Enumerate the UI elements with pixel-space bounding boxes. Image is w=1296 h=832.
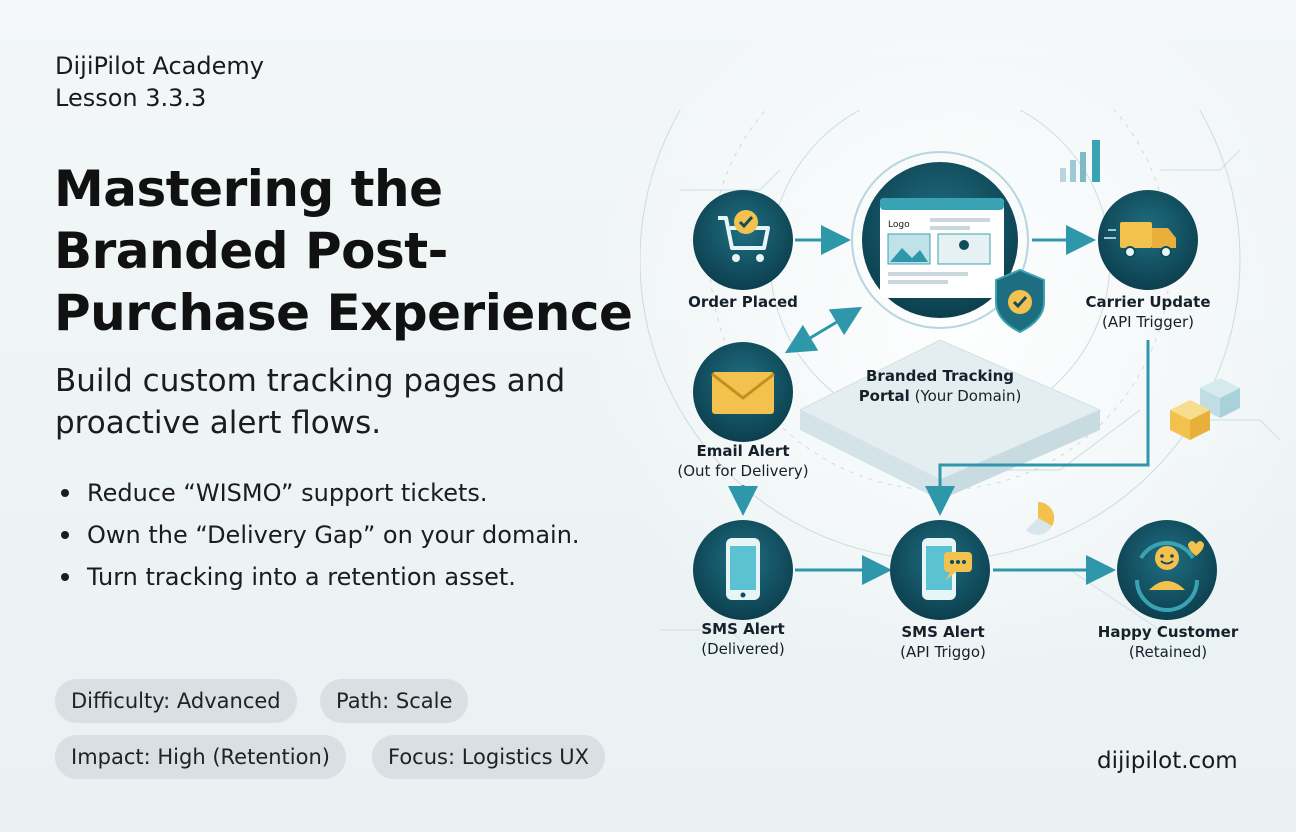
flow-diagram-graphic: Logo: [639, 0, 1281, 651]
email-alert-node: [693, 342, 793, 442]
sms-api-label: SMS Alert (API Triggo): [900, 623, 986, 661]
shield-check-icon: [995, 268, 1045, 334]
impact-tag: Impact: High (Retention): [55, 735, 346, 779]
focus-tag: Focus: Logistics UX: [372, 735, 605, 779]
sms-delivered-node: [693, 520, 793, 620]
footer-url: dijipilot.com: [1097, 748, 1238, 774]
platform: [798, 339, 1102, 500]
portal-logo-text: Logo: [888, 220, 910, 230]
email-alert-label: Email Alert (Out for Delivery): [677, 442, 809, 480]
path-tag: Path: Scale: [320, 679, 469, 723]
carrier-update-node: [1098, 190, 1198, 290]
academy-name: DijiPilot Academy: [55, 52, 264, 80]
brand-block: DijiPilot Academy Lesson 3.3.3: [55, 50, 264, 114]
portal-sub: (Your Domain): [914, 387, 1022, 405]
pie-decor: [1026, 501, 1055, 535]
carrier-update-label: Carrier Update (API Trigger): [1085, 293, 1211, 331]
phone-chat-icon: [922, 538, 972, 600]
cubes-decor: [1170, 378, 1240, 440]
list-item: Own the “Delivery Gap” on your domain.: [55, 514, 580, 556]
happy-customer-label: Happy Customer (Retained): [1097, 623, 1239, 661]
order-placed-node: [693, 190, 793, 290]
lesson-number: Lesson 3.3.3: [55, 84, 207, 112]
truck-icon: [1104, 222, 1176, 258]
page-title: Mastering the Branded Post-Purchase Expe…: [54, 160, 633, 342]
list-item: Reduce “WISMO” support tickets.: [55, 472, 580, 514]
arrow-carrier-to-sms-api: [925, 340, 1150, 516]
browser-window-icon: Logo: [880, 198, 1004, 298]
cart-icon: [718, 210, 770, 262]
portal-title2: Portal: [858, 387, 910, 405]
arrow-portal-email: [784, 306, 863, 354]
tracking-portal-label: Branded Tracking Portal (Your Domain): [858, 367, 1022, 405]
order-placed-label: Order Placed: [688, 293, 798, 311]
sms-delivered-label: SMS Alert (Delivered): [701, 620, 785, 658]
sms-api-node: [890, 520, 990, 620]
tracking-portal-node: Logo: [851, 151, 1045, 334]
smartphone-icon: [726, 538, 760, 600]
happy-customer-node: [1117, 520, 1217, 620]
envelope-icon: [711, 372, 775, 414]
list-item: Turn tracking into a retention asset.: [55, 556, 580, 598]
happy-customer-icon: [1135, 540, 1204, 612]
bar-chart-icon: [1060, 140, 1100, 182]
benefit-list: Reduce “WISMO” support tickets. Own the …: [55, 472, 580, 598]
flow-arrows: [728, 225, 1150, 585]
flow-diagram: Logo: [639, 0, 1296, 710]
subtitle: Build custom tracking pages and proactiv…: [55, 363, 566, 441]
difficulty-tag: Difficulty: Advanced: [55, 679, 297, 723]
